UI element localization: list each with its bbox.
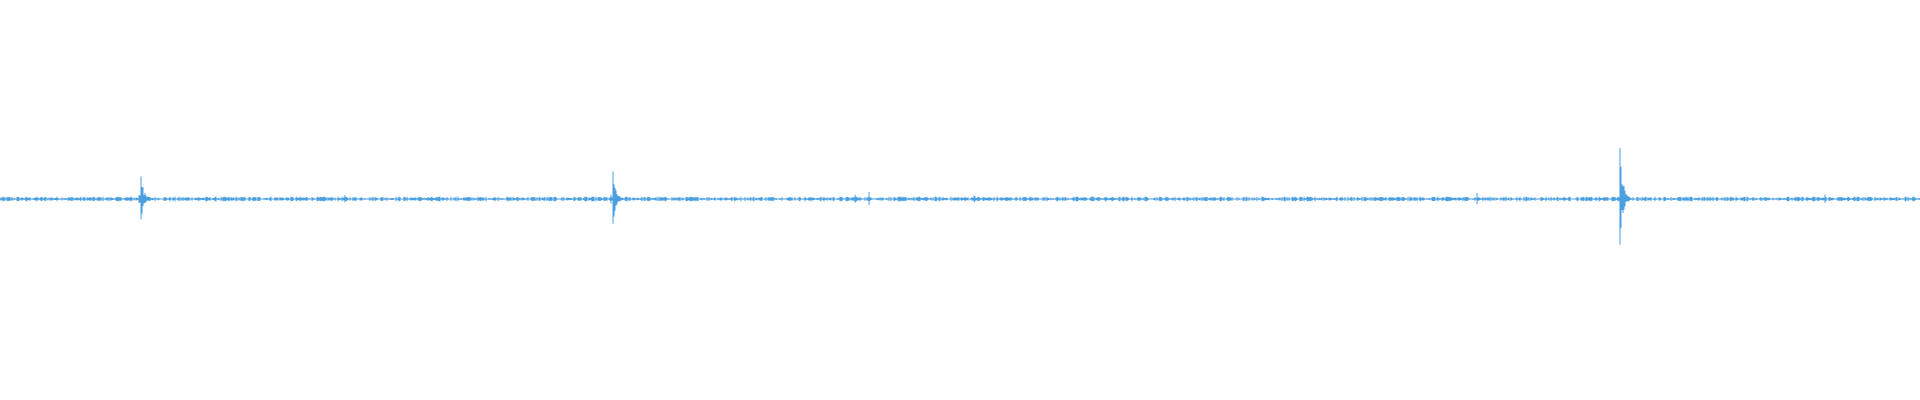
waveform-blip: [1822, 194, 1830, 203]
waveform-blip: [866, 192, 874, 206]
waveform-blip: [1474, 193, 1482, 205]
waveform-blip: [1089, 196, 1097, 202]
waveform-spike: [610, 171, 627, 224]
waveform-blip: [971, 195, 979, 202]
waveform-blip: [852, 194, 860, 203]
waveform-blip: [342, 195, 350, 203]
waveform-spike: [1617, 148, 1634, 245]
waveform-spike: [138, 176, 155, 220]
waveform-events: [138, 148, 1830, 245]
